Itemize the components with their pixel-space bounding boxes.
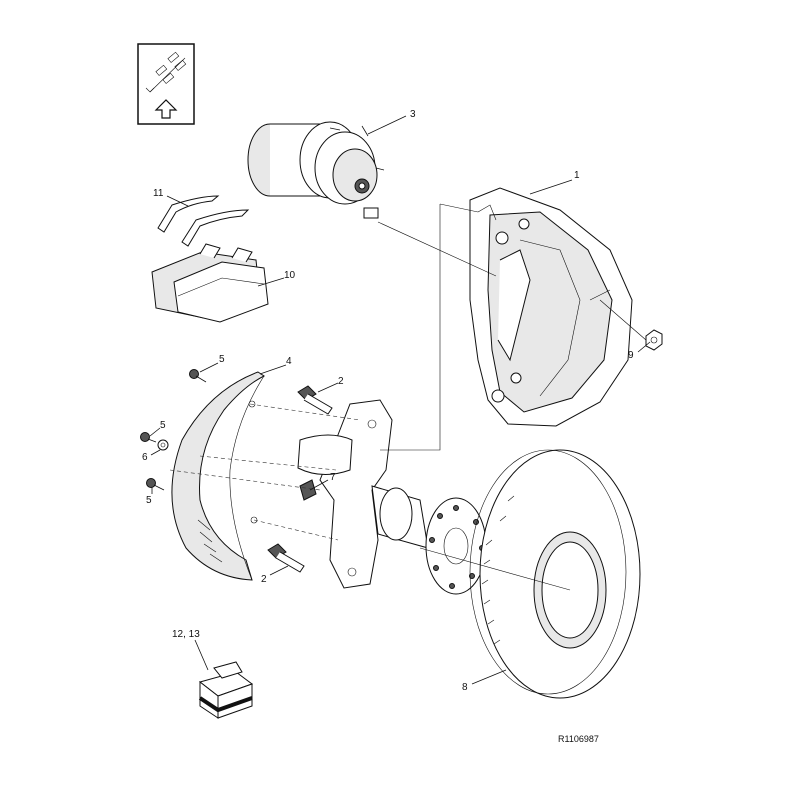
hub-spindle [371, 485, 487, 595]
front-direction-arrow-icon [137, 43, 195, 125]
callout-11: 11 [153, 188, 164, 199]
callout-12-13: 12, 13 [172, 629, 200, 640]
brake-chamber-part-3 [247, 121, 385, 219]
callout-1: 1 [574, 170, 580, 181]
callout-5-b: 5 [160, 420, 166, 431]
callout-9: 9 [628, 350, 634, 361]
brake-pad-part-10 [151, 243, 269, 323]
callout-8: 8 [462, 682, 468, 693]
screw-part-5-b [140, 432, 157, 443]
callout-5-a: 5 [219, 354, 225, 365]
brake-disc-part-8 [469, 449, 641, 699]
callout-2-lower: 2 [261, 574, 267, 585]
callout-7: 7 [330, 472, 336, 483]
washer-part-6 [157, 439, 169, 451]
pad-spring-part-11 [157, 195, 250, 247]
callout-3: 3 [410, 109, 416, 120]
brake-caliper-part-1 [469, 187, 633, 427]
reference-code: R1106987 [558, 734, 599, 744]
callout-10: 10 [284, 270, 296, 281]
nut-part-9 [645, 329, 663, 351]
screw-part-5-a [189, 369, 207, 383]
leader-lines [149, 115, 651, 685]
callout-2-upper: 2 [338, 376, 344, 387]
assembly-lines [169, 203, 647, 591]
bolt-part-2-upper [297, 385, 333, 415]
bolt-part-2-lower [267, 543, 305, 573]
screw-part-5-c [146, 478, 165, 491]
kit-box-icon [198, 661, 254, 719]
steering-knuckle-part-7 [297, 399, 393, 589]
callout-6: 6 [142, 452, 148, 463]
callout-5-c: 5 [146, 495, 152, 506]
callout-4: 4 [286, 356, 292, 367]
dust-shield-part-4 [171, 371, 265, 581]
